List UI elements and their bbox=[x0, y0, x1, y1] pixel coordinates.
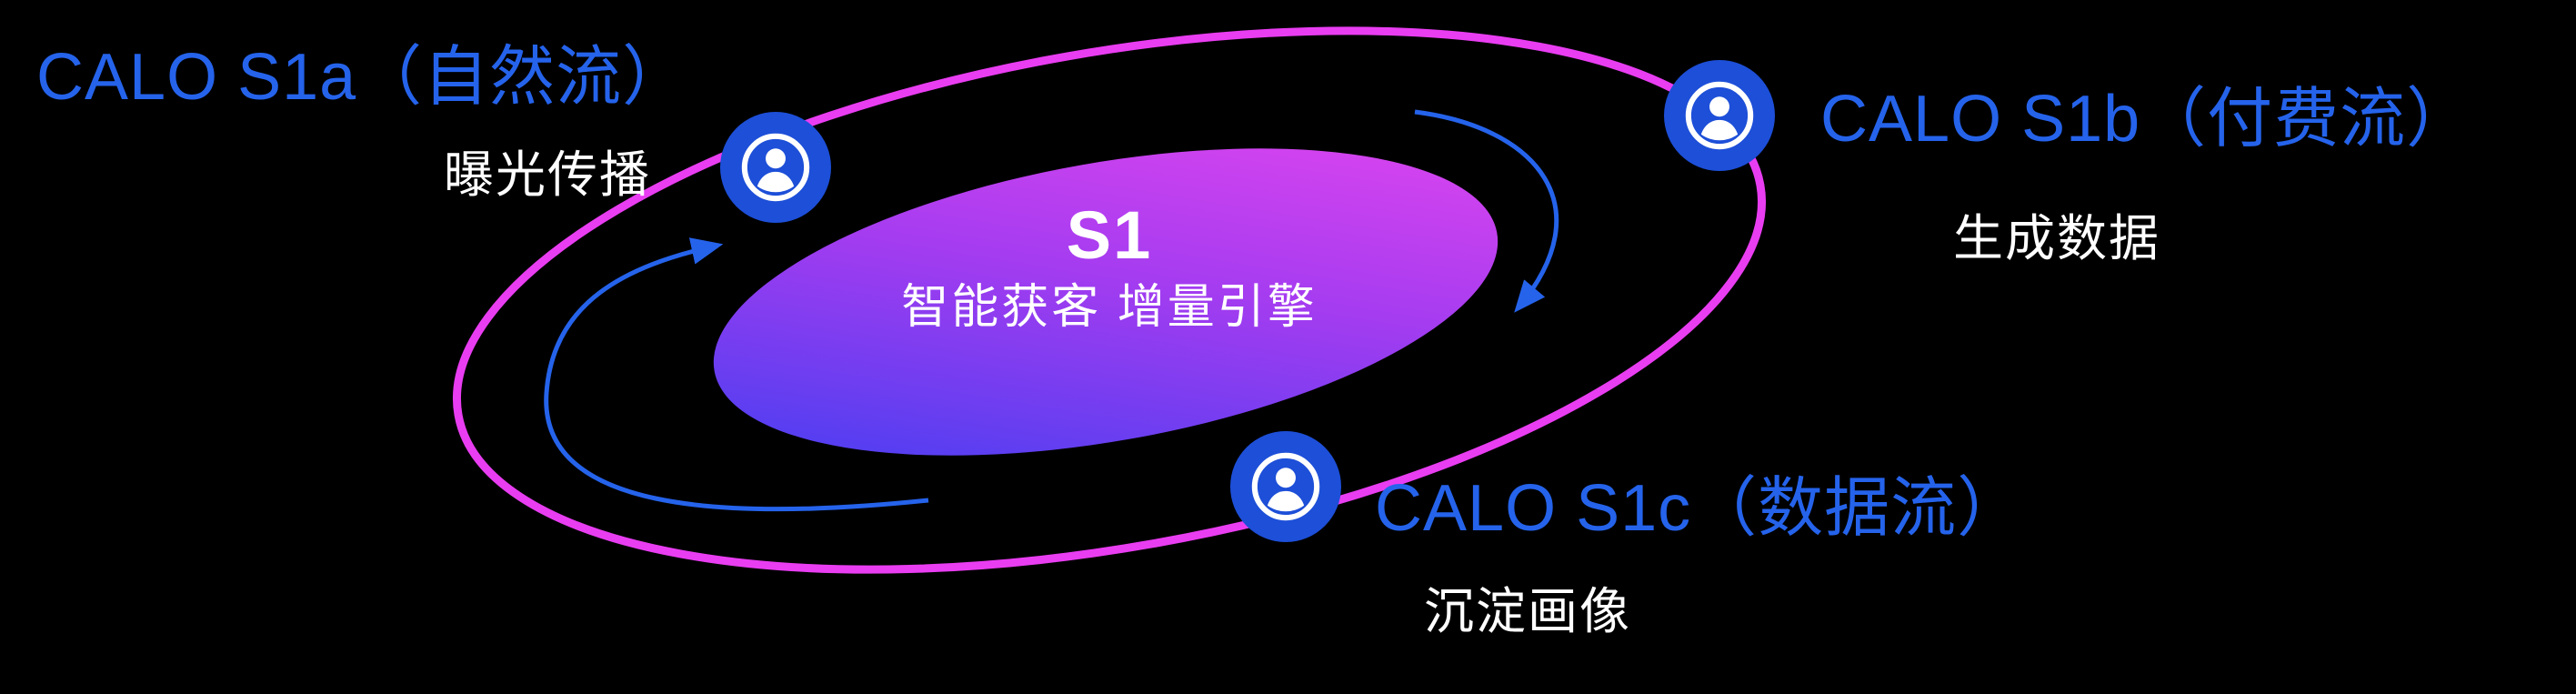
user-icon bbox=[1664, 60, 1775, 171]
user-icon bbox=[720, 112, 831, 223]
node-label-s1c: CALO S1c（数据流） bbox=[1375, 472, 2024, 545]
core-ellipse bbox=[713, 148, 1498, 456]
orbit-ring bbox=[452, 26, 1767, 574]
node-badge-s1b bbox=[1664, 60, 1775, 171]
flow-arrow-right bbox=[1414, 109, 1559, 313]
core-title: S1 bbox=[1066, 197, 1153, 273]
node-sublabel-s1c: 沉淀画像 bbox=[1424, 583, 1632, 639]
node-sublabel-s1b: 生成数据 bbox=[1953, 210, 2161, 267]
user-icon bbox=[1230, 431, 1341, 542]
flow-arrow-left bbox=[544, 237, 929, 512]
node-label-s1b: CALO S1b（付费流） bbox=[1820, 83, 2473, 156]
node-sublabel-s1a: 曝光传播 bbox=[444, 146, 652, 203]
node-badge-s1c bbox=[1230, 431, 1341, 542]
node-label-s1a: CALO S1a（自然流） bbox=[36, 41, 689, 114]
core-subtitle: 智能获客 增量引擎 bbox=[901, 281, 1318, 334]
node-badge-s1a bbox=[720, 112, 831, 223]
